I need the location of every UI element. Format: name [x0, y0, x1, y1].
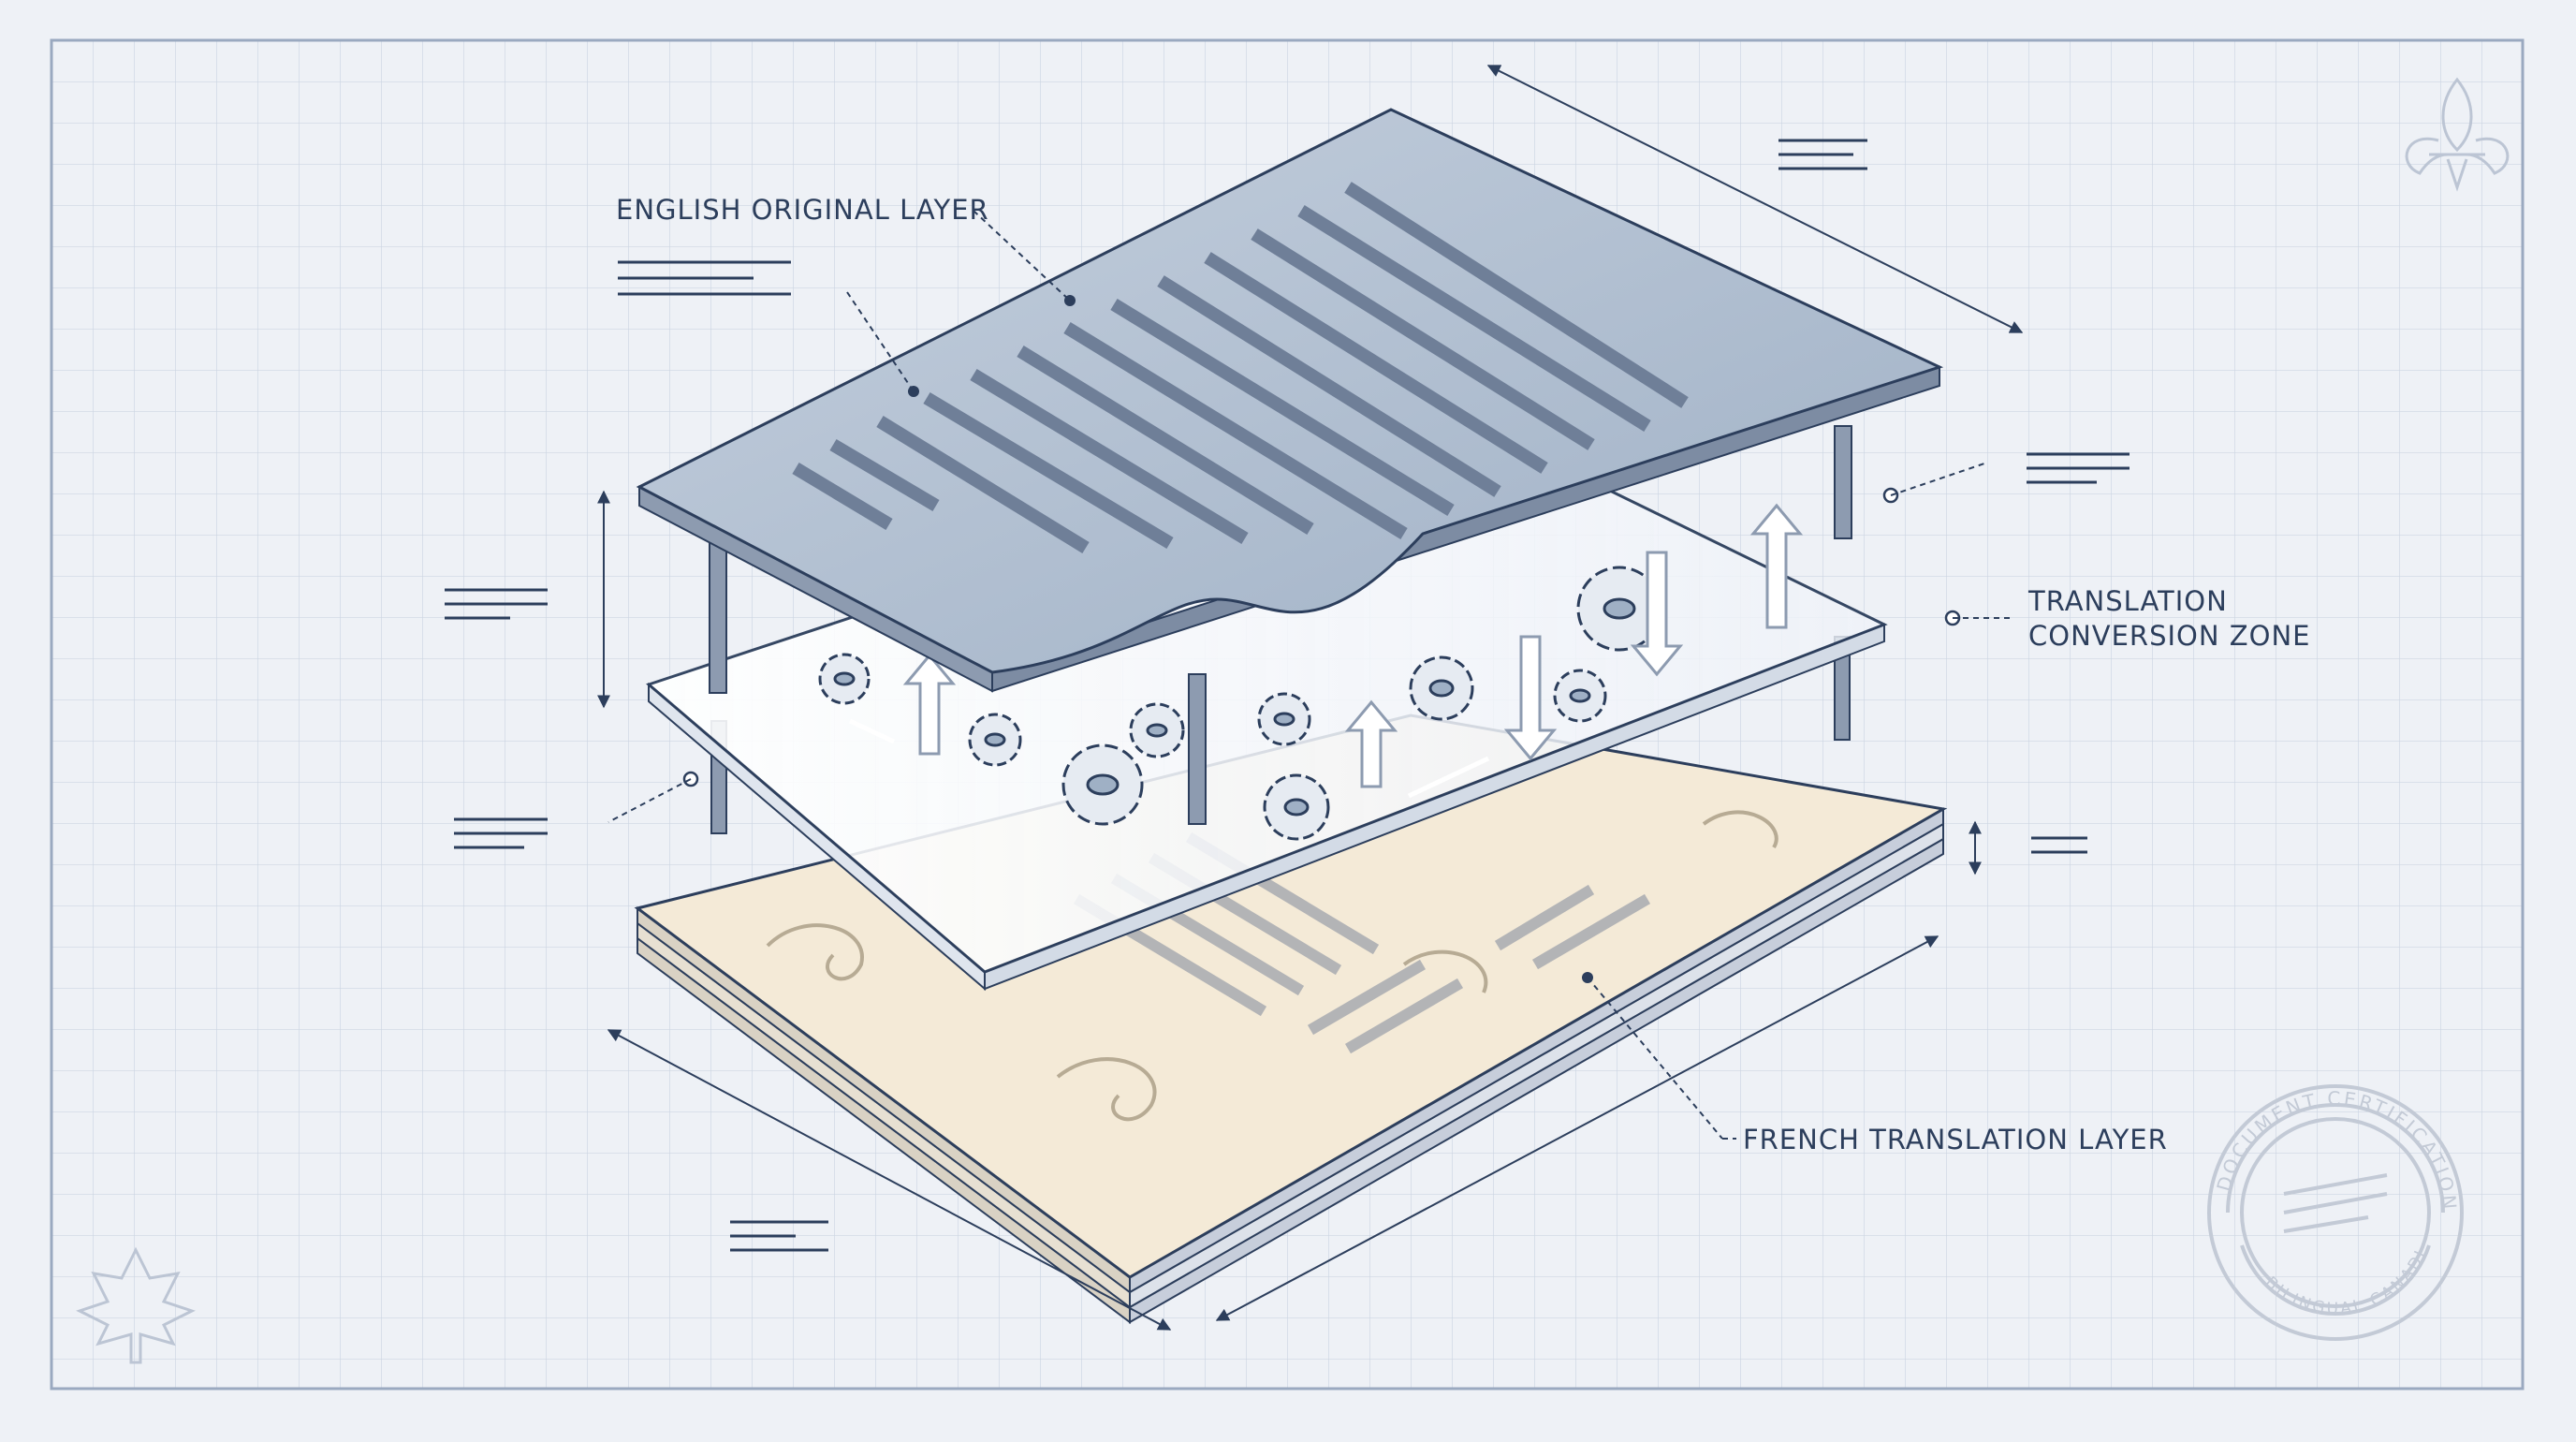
translation-conversion-zone — [646, 415, 1961, 992]
fleur-de-lis-icon — [2405, 77, 2510, 192]
certification-stamp — [2207, 1084, 2464, 1341]
english-original-layer-label: ENGLISH ORIGINAL LAYER — [616, 194, 989, 226]
annotation-marks — [445, 139, 2130, 1252]
translation-zone-label-line2: CONVERSION ZONE — [2028, 620, 2311, 652]
gear-icon — [818, 566, 1662, 841]
maple-leaf-icon — [76, 1246, 196, 1364]
arrow-icon — [902, 503, 1804, 788]
translation-zone-label-line1: TRANSLATION — [2028, 585, 2228, 617]
dimension-lines — [597, 65, 2024, 1331]
french-translation-layer-label: FRENCH TRANSLATION LAYER — [1743, 1124, 2168, 1155]
